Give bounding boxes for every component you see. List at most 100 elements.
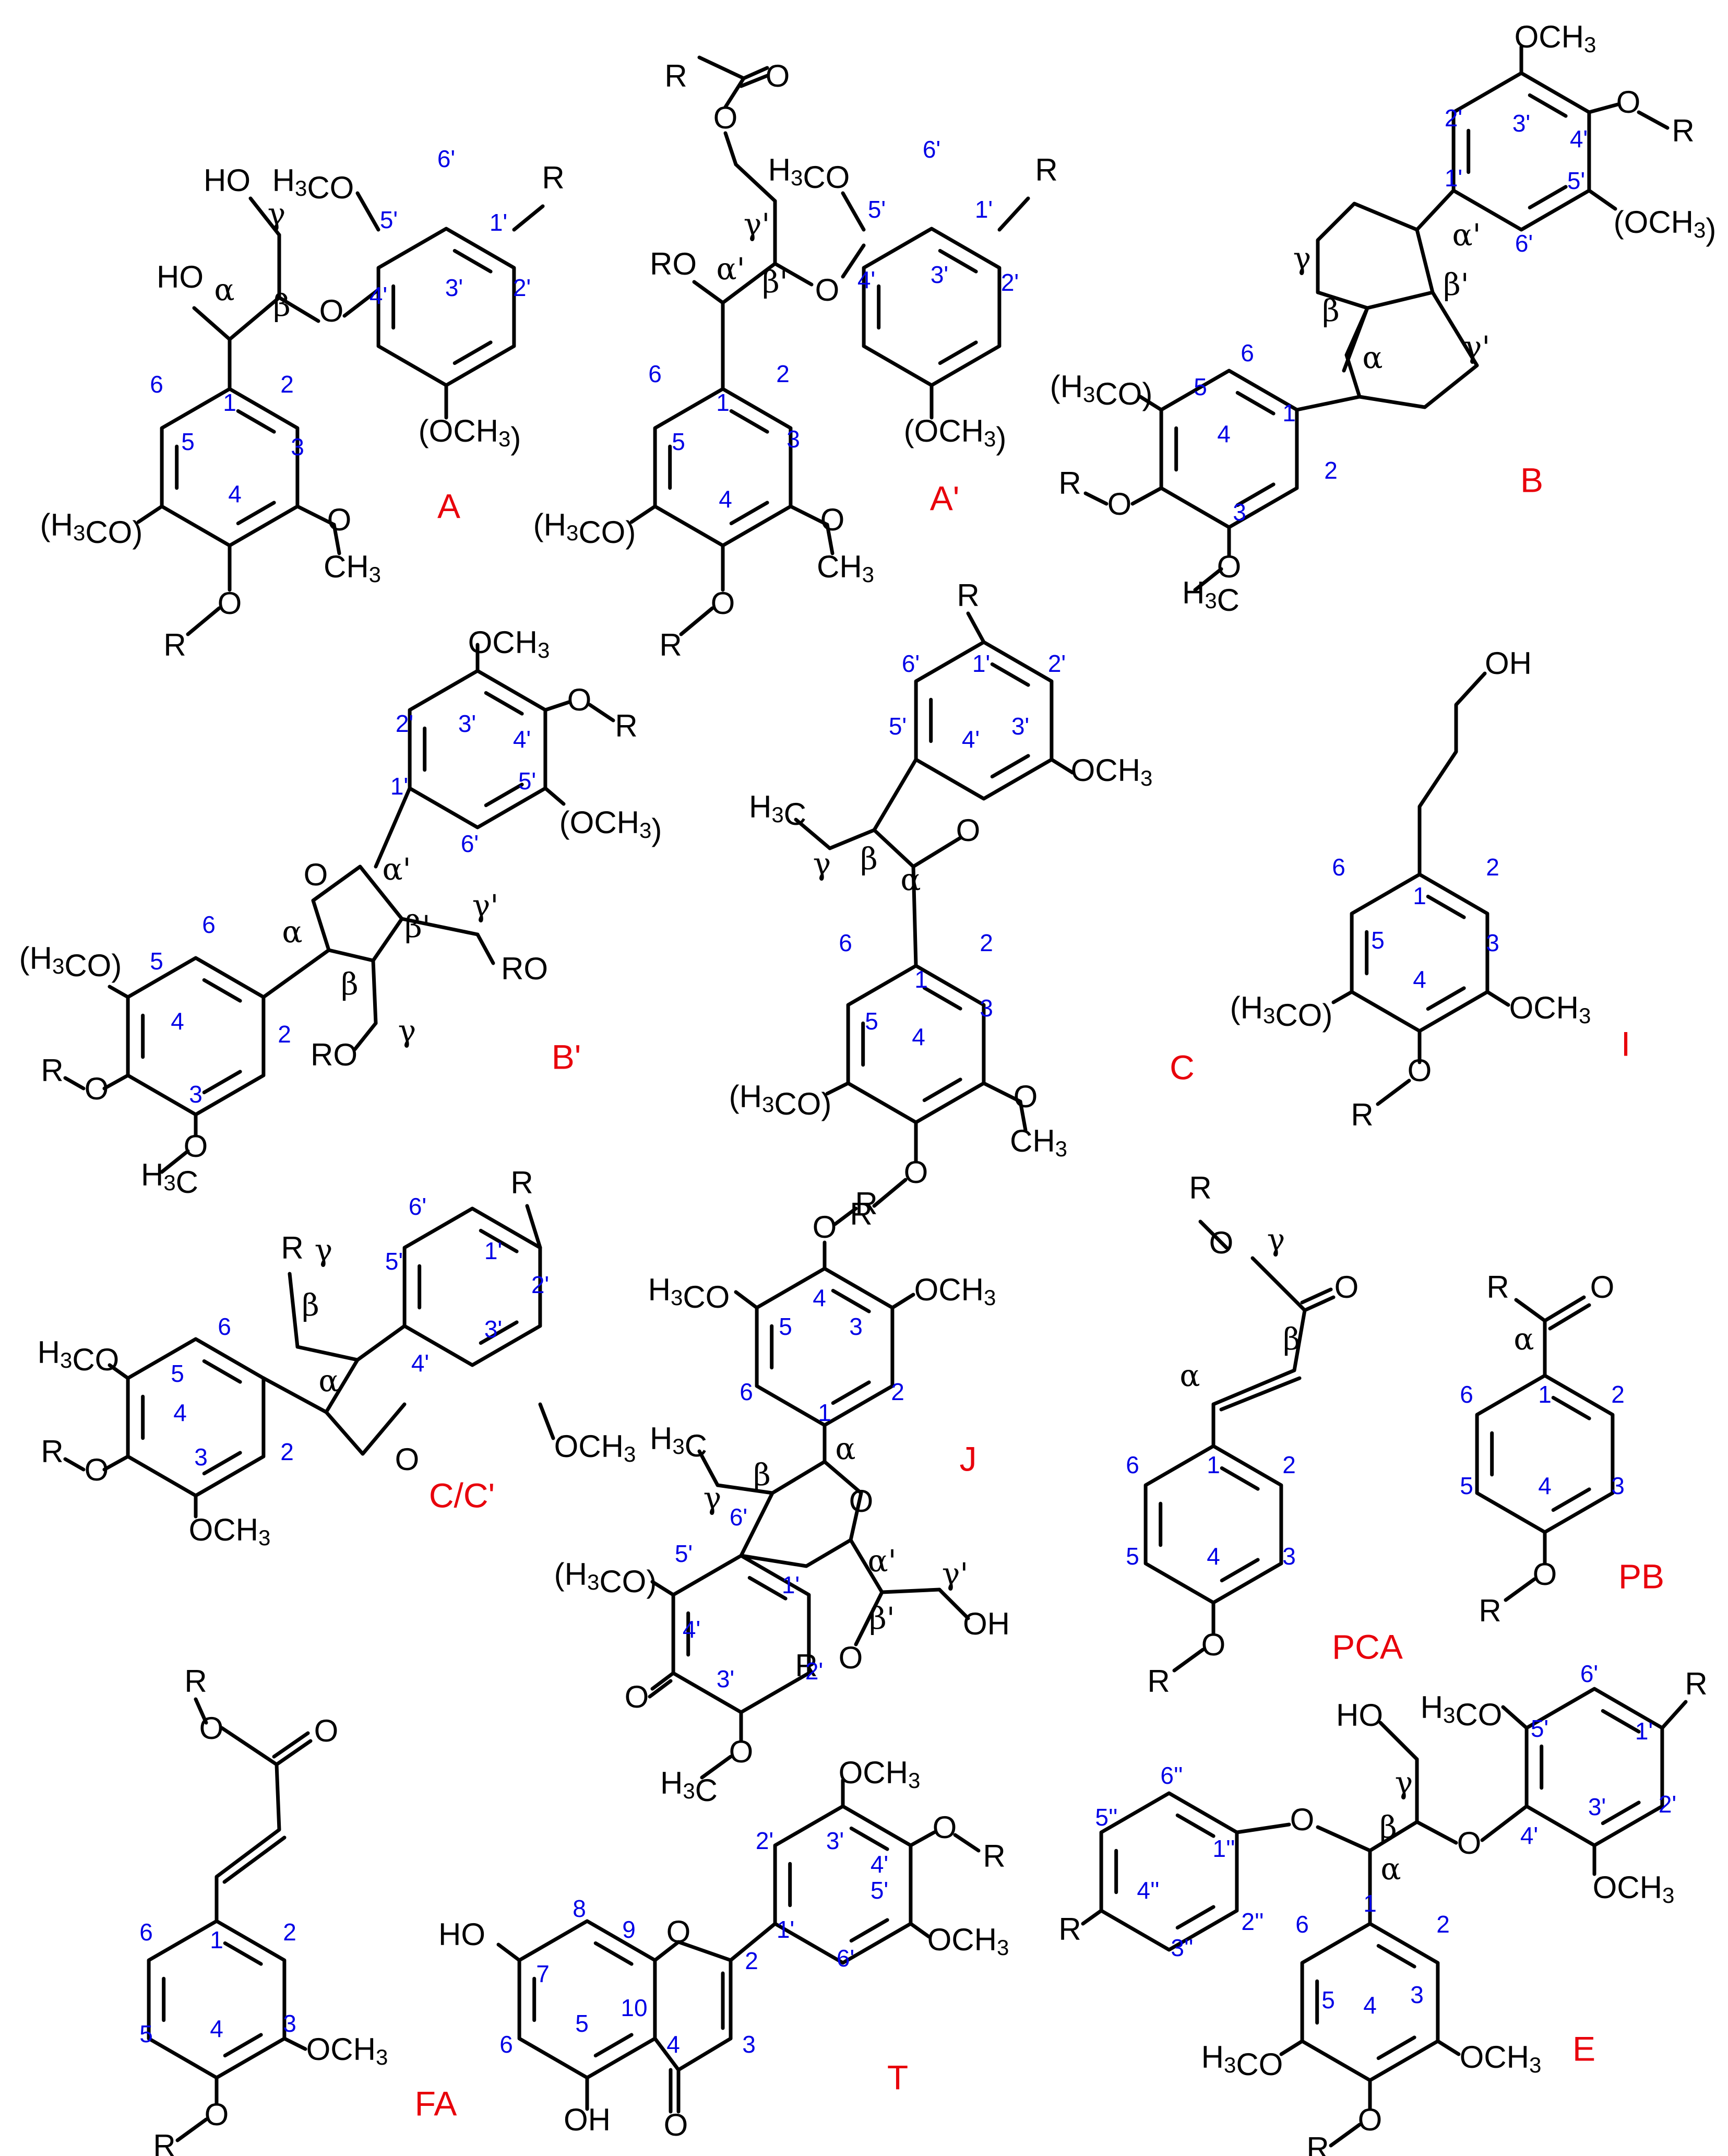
- structure-label-B: B: [1520, 460, 1543, 499]
- position-n2: 2: [1282, 1451, 1296, 1478]
- r-group-ester: R: [1189, 1170, 1211, 1205]
- ester-oxygen: O: [1209, 1225, 1234, 1260]
- position-n4p: 4': [683, 1616, 700, 1643]
- hydroxyl-gamma: HO: [204, 163, 251, 198]
- methoxy-5p: (OCH3): [1614, 205, 1717, 247]
- position-n5p: 5': [871, 1877, 888, 1904]
- position-n2p: 2': [805, 1657, 823, 1685]
- greek-gamma: γ: [268, 196, 286, 232]
- position-n5: 5: [1371, 927, 1385, 954]
- r-group-4: R: [1351, 1097, 1373, 1132]
- oxygen-4: O: [218, 586, 242, 621]
- furan-oxygen: O: [956, 813, 981, 848]
- position-n2: 2: [1486, 854, 1499, 881]
- position-n3: 3: [1611, 1472, 1625, 1499]
- ester-oxygen: O: [713, 100, 738, 135]
- greek-beta: β: [1322, 293, 1340, 328]
- position-n4: 4: [719, 485, 732, 513]
- r-group-1p: R: [957, 578, 979, 613]
- position-n5p: 5': [380, 206, 398, 233]
- methoxy-3: OCH3: [306, 2032, 388, 2069]
- ester-oxygen: O: [199, 1711, 224, 1746]
- position-n6: 6: [1126, 1451, 1139, 1478]
- position-n6: 6: [202, 911, 216, 938]
- position-n1p: 1': [1445, 164, 1462, 192]
- position-n1p: 1': [972, 650, 990, 677]
- methyl-3: H3C: [1182, 575, 1240, 618]
- keto-oxygen: O: [625, 1679, 649, 1714]
- greek-gamma: γ: [704, 1480, 722, 1516]
- position-n2: 2: [891, 1378, 904, 1405]
- r-group-beta-prime: R: [795, 1648, 817, 1683]
- greek-alpha: α: [1514, 1321, 1534, 1357]
- position-n5: 5: [865, 1008, 878, 1035]
- methyl-3p: H3C: [660, 1766, 718, 1808]
- position-n4p: 4': [871, 1851, 888, 1878]
- r-group-4: R: [41, 1053, 63, 1088]
- position-n2p: 2': [513, 274, 531, 301]
- position-n6p: 6': [437, 145, 455, 172]
- methoxy-5p: (H3CO): [554, 1557, 657, 1599]
- furan-oxygen: O: [849, 1484, 874, 1519]
- position-n4: 4: [1413, 966, 1426, 993]
- r-group-1p: R: [1035, 152, 1057, 187]
- position-n3p: 3': [458, 710, 476, 737]
- position-n5: 5: [575, 2010, 589, 2037]
- hydroxyl-gamma: HO: [1336, 1698, 1383, 1733]
- position-n5p: 5': [385, 1248, 403, 1275]
- position-n6p: 6': [902, 650, 920, 677]
- r-group-4: R: [850, 1197, 872, 1231]
- position-n4p: 4': [513, 726, 531, 753]
- position-n2: 2: [745, 1947, 758, 1974]
- position-n5p: 5': [868, 196, 886, 223]
- methoxy-5p: H3CO: [1421, 1690, 1503, 1732]
- position-n5: 5: [779, 1313, 792, 1340]
- position-n1p: 1': [1635, 1717, 1653, 1745]
- ro-alpha: RO: [650, 246, 697, 281]
- methoxy-3: OCH3: [189, 1512, 271, 1550]
- methoxy-3p: OCH3: [468, 625, 550, 662]
- methoxy-3: OCH3: [1460, 2040, 1542, 2077]
- structure-label-C-Cprime: C/C': [429, 1476, 495, 1514]
- position-n3: 3: [1233, 499, 1246, 526]
- oxygen-4: O: [1358, 2102, 1383, 2137]
- ether-oxygen-beta: O: [1457, 1826, 1482, 1861]
- position-n1: 1: [210, 1926, 223, 1953]
- position-n2p: 2': [531, 1271, 549, 1298]
- greek-gamma: γ: [1293, 241, 1312, 276]
- position-n1p: 1': [782, 1571, 800, 1598]
- methoxy-5p: H3CO: [272, 163, 354, 205]
- structure-label-I: I: [1621, 1024, 1630, 1063]
- structure-label-C: C: [1170, 1048, 1195, 1086]
- hydroxyl-alpha: HO: [157, 259, 204, 294]
- r-group-4: R: [659, 627, 682, 662]
- position-n6: 6: [499, 2031, 513, 2058]
- oxygen-4p: O: [1616, 85, 1641, 120]
- r-group-1p: R: [542, 160, 564, 195]
- position-n4: 4: [1538, 1472, 1552, 1499]
- methoxy-3: OCH3: [914, 1272, 996, 1310]
- position-n3: 3: [742, 2031, 756, 2058]
- position-n4: 4: [1207, 1543, 1220, 1570]
- position-n1: 1: [1207, 1451, 1220, 1478]
- position-n4p: 4': [1570, 125, 1588, 152]
- r-group-1p: R: [1685, 1666, 1707, 1701]
- hydroxyl-gamma-prime: OH: [963, 1606, 1010, 1641]
- r-group-4p: R: [1672, 113, 1694, 148]
- greek-gamma: γ: [398, 1013, 416, 1049]
- position-n3p: 3': [1512, 110, 1530, 137]
- oxygen-4: O: [904, 1155, 928, 1190]
- oxygen-4: O: [205, 2097, 229, 2132]
- position-n6: 6: [139, 1918, 153, 1946]
- greek-gamma-prime: γ': [1464, 329, 1491, 365]
- position-n6: 6: [839, 929, 852, 956]
- ether-oxygen-alpha: O: [1290, 1802, 1315, 1837]
- position-n1p: 1': [975, 196, 993, 223]
- methoxy-5: (H3CO): [1230, 990, 1333, 1033]
- position-n3p: 3': [484, 1316, 502, 1343]
